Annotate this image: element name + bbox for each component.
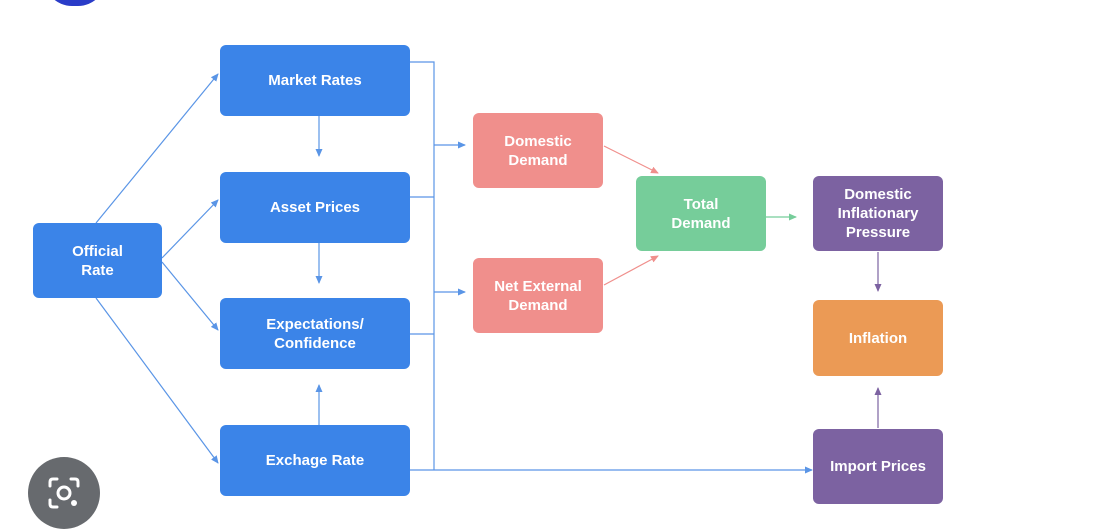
exchange-rate-node: Exchage Rate: [220, 425, 410, 496]
arrow-official-to-market: [95, 73, 219, 224]
expectations-confidence-node: Expectations/ Confidence: [220, 298, 410, 369]
visual-search-button[interactable]: [28, 457, 100, 529]
domestic-inflationary-pressure-node: Domestic Inflationary Pressure: [813, 176, 943, 251]
arrow-domestic-to-total: [603, 145, 659, 174]
arrow-official-to-expectations: [161, 261, 219, 331]
total-demand-node: Total Demand: [636, 176, 766, 251]
visual-search-camera-icon: [48, 477, 80, 509]
inflation-node: Inflation: [813, 300, 943, 376]
avatar[interactable]: [44, 0, 106, 6]
import-prices-node: Import Prices: [813, 429, 943, 504]
arrow-official-to-asset: [161, 199, 219, 259]
net-external-demand-node: Net External Demand: [473, 258, 603, 333]
arrow-net-external-to-total: [603, 255, 659, 286]
official-rate-node: Official Rate: [33, 223, 162, 298]
domestic-demand-node: Domestic Demand: [473, 113, 603, 188]
bus-collector: [410, 61, 435, 470]
arrow-official-to-exchange: [95, 297, 219, 464]
market-rates-node: Market Rates: [220, 45, 410, 116]
asset-prices-node: Asset Prices: [220, 172, 410, 243]
